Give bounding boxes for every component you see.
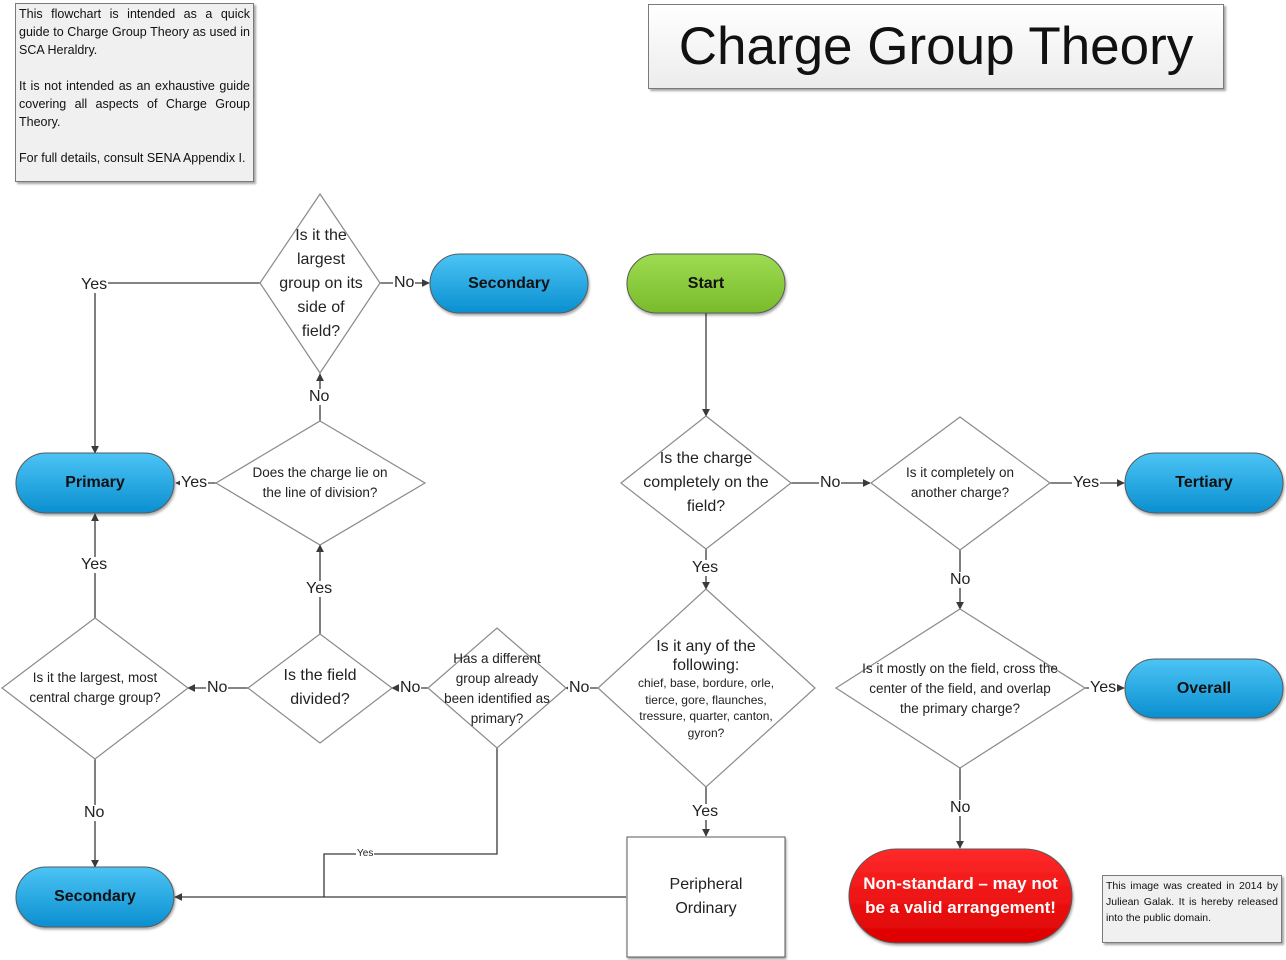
secondary-top-terminal <box>429 253 589 314</box>
decision-field-divided <box>247 633 393 744</box>
completely-on-field-text: Is the charge completely on the field? <box>643 450 769 515</box>
page-title: Charge Group Theory <box>648 4 1224 89</box>
largest-side-text: Is it the largest group on its side of f… <box>279 227 363 340</box>
edge-label-q2-no: No <box>949 571 972 588</box>
decision-largest-side <box>259 192 381 375</box>
decision-on-another-charge <box>869 416 1052 551</box>
peripheral-ordinary-label: Peripheral Ordinary <box>669 876 743 917</box>
primary-terminal <box>15 452 175 514</box>
decision-line-of-division <box>214 420 427 546</box>
edge-label-q8-no: No <box>308 388 331 405</box>
edge-label-q3-no: No <box>568 679 591 696</box>
edge-label-q1-no: No <box>819 474 842 491</box>
info-note-para-2: It is not intended as an exhaustive guid… <box>19 79 250 129</box>
edge-label-q8-yes: Yes <box>180 474 209 491</box>
edge-label-q4-no: No <box>949 799 972 816</box>
edge-label-q2-yes: Yes <box>1072 474 1101 491</box>
edge-label-q3-yes: Yes <box>691 803 720 820</box>
info-note-para-3: For full details, consult SENA Appendix … <box>19 151 246 165</box>
edge-label-q6-yes: Yes <box>305 580 334 597</box>
on-another-charge-text: Is it completely on another charge? <box>905 465 1015 500</box>
edge-label-q7-no: No <box>83 804 106 821</box>
start-label: Start <box>687 274 725 292</box>
secondary-bottom-label: Secondary <box>54 888 136 905</box>
credit-note: This image was created in 2014 by Juliea… <box>1102 875 1282 943</box>
edge-label-q7-yes: Yes <box>80 556 109 573</box>
edge-label-q1-yes: Yes <box>691 559 720 576</box>
largest-central-text: Is it the largest, most central charge g… <box>29 670 161 705</box>
peripheral-question-text: Is it any of the following: <box>656 638 756 674</box>
edge-label-q5-no: No <box>399 679 422 696</box>
peripheral-ordinary-box <box>626 836 786 958</box>
different-group-primary-text: Has a different group already been ident… <box>444 651 550 726</box>
decision-overall <box>834 608 1087 769</box>
field-divided-text: Is the field divided? <box>283 667 357 708</box>
tertiary-terminal <box>1124 452 1284 514</box>
peripheral-list-text: chief, base, bordure, orle, tierce, gore… <box>637 676 775 740</box>
non-standard-label: Non-standard – may not be a valid arrang… <box>863 874 1058 917</box>
edge-label-q6-no: No <box>206 679 229 696</box>
decision-different-group-primary <box>427 627 567 749</box>
edge-label-q5-yes: Yes <box>356 848 375 859</box>
start-terminal <box>626 253 786 314</box>
overall-terminal <box>1124 658 1284 719</box>
tertiary-label: Tertiary <box>1175 474 1233 491</box>
decision-largest-central <box>1 617 189 760</box>
line-of-division-text: Does the charge lie on the line of divis… <box>252 465 388 500</box>
secondary-top-label: Secondary <box>468 274 550 292</box>
edge-label-q4-yes: Yes <box>1089 679 1118 696</box>
info-note: This flowchart is intended as a quick gu… <box>15 3 254 182</box>
edge-q9-yes-to-primary <box>91 282 260 454</box>
overall-label: Overall <box>1176 679 1232 697</box>
decision-peripheral-list <box>597 588 816 788</box>
primary-label: Primary <box>65 474 125 491</box>
overall-question-text: Is it mostly on the field, cross the cen… <box>862 661 1058 716</box>
edge-label-q9-no: No <box>393 274 416 291</box>
edge-q5-yes-to-secondary <box>323 748 498 897</box>
secondary-bottom-terminal <box>15 866 175 928</box>
info-note-para-1: This flowchart is intended as a quick gu… <box>19 7 250 57</box>
non-standard-terminal <box>848 848 1073 944</box>
decision-completely-on-field <box>620 415 792 550</box>
edge-label-q9-yes: Yes <box>80 276 109 293</box>
